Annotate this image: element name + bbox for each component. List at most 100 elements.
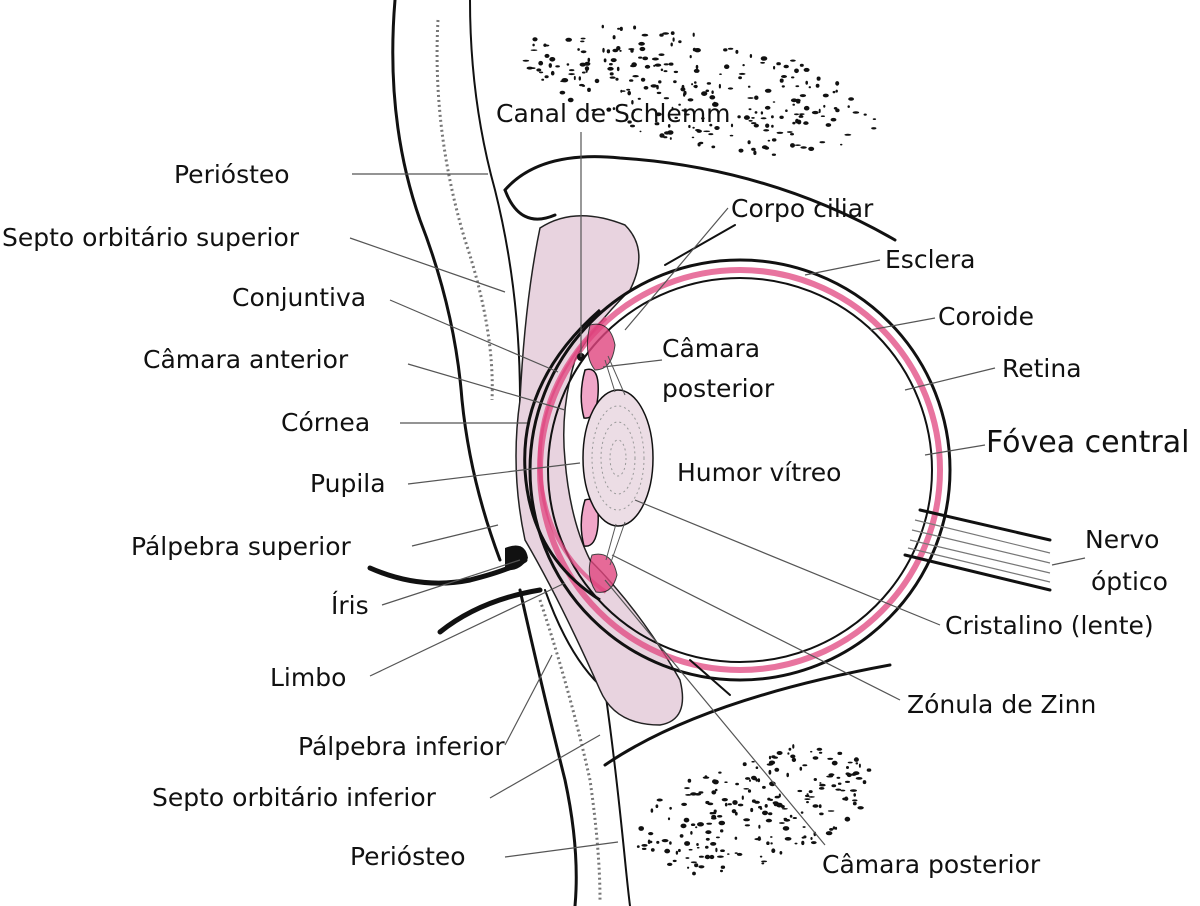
bone-speckle xyxy=(679,834,684,838)
bone-speckle xyxy=(781,85,785,88)
bone-speckle xyxy=(544,53,550,58)
bone-speckle xyxy=(734,852,738,854)
bone-speckle xyxy=(862,780,867,785)
bone-speckle xyxy=(581,71,586,74)
bone-speckle xyxy=(660,68,664,72)
bone-speckle xyxy=(631,62,637,67)
bone-speckle xyxy=(731,809,737,814)
bone-speckle xyxy=(667,124,671,128)
bone-speckle xyxy=(852,801,857,806)
bone-speckle xyxy=(654,63,662,67)
bone-speckle xyxy=(819,783,826,787)
bone-speckle xyxy=(751,147,756,151)
bone-speckle xyxy=(539,71,544,74)
bone-speckle xyxy=(745,777,751,780)
bone-speckle xyxy=(734,836,738,840)
label-optico: óptico xyxy=(1091,567,1168,596)
bone-speckle xyxy=(871,127,877,130)
bone-speckle xyxy=(633,25,637,30)
bone-speckle xyxy=(607,66,614,71)
bone-speckle xyxy=(610,58,617,63)
bone-speckle xyxy=(664,848,671,854)
bone-speckle xyxy=(709,854,715,860)
bone-speckle xyxy=(858,763,861,768)
bone-speckle xyxy=(639,46,646,52)
label-camara-posterior-bottom: Câmara posterior xyxy=(822,850,1041,879)
bone-speckle xyxy=(632,109,635,114)
bone-speckle xyxy=(541,78,545,81)
bone-speckle xyxy=(792,744,795,749)
bone-speckle xyxy=(696,846,700,849)
dotted-tarsal-lower xyxy=(538,599,602,901)
label-palpebra-inferior: Pálpebra inferior xyxy=(298,732,505,761)
bone-speckle xyxy=(693,85,698,88)
bone-speckle xyxy=(799,113,803,118)
bone-speckle xyxy=(805,80,808,85)
bone-speckle xyxy=(792,103,795,106)
bone-speckle xyxy=(776,131,784,134)
face-skin-outline xyxy=(391,0,502,562)
bone-speckle xyxy=(714,126,720,130)
bone-speckle xyxy=(795,85,800,88)
bone-speckle xyxy=(737,115,741,119)
bone-speckle xyxy=(694,81,697,84)
sclera-outer xyxy=(528,258,952,682)
bone-speckle xyxy=(659,33,664,37)
bone-speckle xyxy=(762,810,768,816)
bone-speckle xyxy=(690,861,698,864)
lower-face-inner xyxy=(544,589,631,906)
label-camara-posterior-1: Câmara xyxy=(662,334,760,363)
bone-speckle xyxy=(619,49,622,52)
bone-speckle xyxy=(638,826,644,831)
bone-speckle xyxy=(771,115,774,119)
bone-speckle xyxy=(835,81,840,86)
bone-speckle xyxy=(695,64,699,70)
label-esclera: Esclera xyxy=(885,245,976,274)
bone-speckle xyxy=(806,801,809,804)
bone-speckle xyxy=(714,788,718,792)
label-palpebra-superior: Pálpebra superior xyxy=(131,532,352,561)
bone-speckle xyxy=(695,826,698,829)
bone-speckle xyxy=(669,137,672,140)
bone-speckle xyxy=(687,866,690,869)
bone-speckle xyxy=(663,136,668,139)
bone-speckle xyxy=(668,62,674,66)
bone-speckle xyxy=(771,138,777,142)
bone-speckle xyxy=(747,85,751,88)
bone-speckle xyxy=(720,869,723,873)
bone-speckle xyxy=(863,113,867,116)
dotted-tarsal-upper xyxy=(435,19,494,401)
bone-speckle xyxy=(690,823,696,826)
bone-speckle xyxy=(675,850,679,855)
bone-speckle xyxy=(802,826,806,828)
bone-speckle xyxy=(718,771,722,774)
bone-speckle xyxy=(855,777,863,780)
bone-speckle xyxy=(857,806,864,810)
bone-speckle xyxy=(642,56,649,61)
bone-speckle xyxy=(688,124,691,129)
bone-speckle xyxy=(732,800,738,805)
bone-speckle xyxy=(683,90,687,96)
bone-speckle xyxy=(751,760,755,763)
bone-speckle xyxy=(694,863,699,868)
bone-speckle xyxy=(580,50,587,54)
bone-speckle xyxy=(822,93,829,98)
bone-speckle xyxy=(538,60,544,66)
bone-speckle xyxy=(781,75,787,78)
bone-speckle xyxy=(721,798,728,802)
bone-speckle xyxy=(738,76,742,80)
bone-speckle xyxy=(603,58,607,63)
bone-speckle xyxy=(566,63,570,66)
bone-speckle xyxy=(840,143,843,146)
bone-speckle xyxy=(717,815,723,818)
bone-speckle xyxy=(776,751,783,755)
bone-speckle xyxy=(827,757,834,760)
bone-speckle xyxy=(771,153,777,156)
bone-speckle xyxy=(616,66,620,72)
bone-speckle xyxy=(681,802,687,807)
bone-speckle xyxy=(742,64,745,67)
bone-speckle xyxy=(567,97,574,103)
bone-speckle xyxy=(569,69,575,72)
bone-speckle xyxy=(852,799,858,802)
